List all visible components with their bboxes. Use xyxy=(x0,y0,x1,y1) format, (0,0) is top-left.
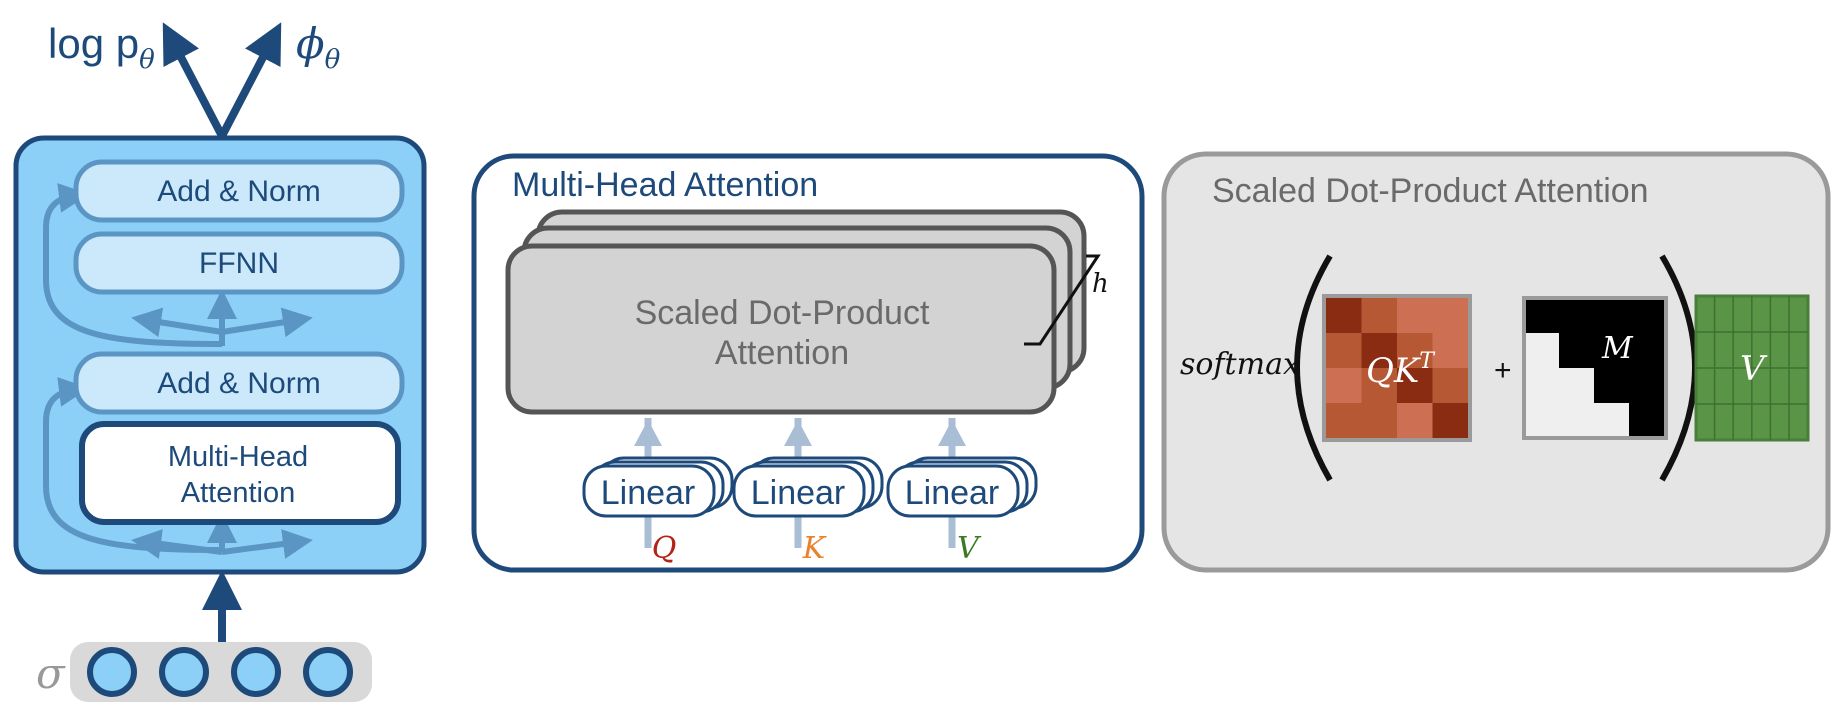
projection-arrowhead xyxy=(784,420,812,446)
linear-box xyxy=(732,464,866,518)
qk-cell xyxy=(1397,333,1433,369)
sdpa-panel: Scaled Dot-Product Attention softmax QKT… xyxy=(1161,151,1831,573)
mha-block xyxy=(79,421,401,525)
qk-cell xyxy=(1397,298,1433,334)
softmax-label: softmax xyxy=(1180,347,1300,382)
multi-head-attention-panel: Multi-Head Attention Scaled Dot-Product … xyxy=(471,153,1145,573)
mha-label-line2: Attention xyxy=(181,477,295,509)
mha-input-arrow-right xyxy=(221,529,313,559)
add-norm-top-label: Add & Norm xyxy=(157,175,320,208)
input-token xyxy=(303,647,353,697)
input-tokens xyxy=(87,647,353,697)
linear-label: Linear xyxy=(751,474,846,512)
qk-heatmap-frame xyxy=(1322,294,1472,442)
sdpa-head-front xyxy=(505,243,1057,415)
qk-cell xyxy=(1326,298,1362,334)
qk-cell xyxy=(1361,298,1398,334)
input-token-strip xyxy=(70,642,372,702)
v-matrix-grid xyxy=(1696,296,1808,440)
heads-count-indicator xyxy=(1024,254,1101,346)
encoder-block: log pθ ϕθ Add & Norm FFNN Add & Norm Mul… xyxy=(13,19,427,702)
qk-cell xyxy=(1432,298,1469,334)
residual-arrow-top xyxy=(43,182,223,347)
mask-lower-triangle xyxy=(1524,333,1629,438)
qk-cell xyxy=(1432,403,1469,439)
input-token xyxy=(87,647,137,697)
sigma-input-label: σ xyxy=(36,649,66,698)
log-prob-output-label: log pθ xyxy=(48,20,155,75)
linear-box xyxy=(582,464,716,518)
sdpa-panel-title: Scaled Dot-Product Attention xyxy=(1212,172,1649,210)
input-token xyxy=(231,647,281,697)
projection-arrowhead xyxy=(938,420,966,446)
add-norm-bottom-label: Add & Norm xyxy=(157,367,320,400)
qk-cell xyxy=(1326,368,1362,404)
qk-cell xyxy=(1397,368,1433,404)
ffnn-input-arrow-left xyxy=(131,307,223,338)
v-matrix-label: V xyxy=(1740,349,1768,389)
ffnn-block xyxy=(73,231,405,295)
qk-label: QKT xyxy=(1366,349,1436,391)
mha-label-line1: Multi-Head xyxy=(168,441,308,473)
qk-cell xyxy=(1432,333,1469,369)
input-label-k: K xyxy=(802,531,827,566)
input-label-q: Q xyxy=(652,531,677,566)
add-norm-bottom-block xyxy=(73,351,405,415)
input-token xyxy=(159,647,209,697)
mha-panel-title: Multi-Head Attention xyxy=(512,166,818,204)
ffnn-input-arrow-right xyxy=(221,307,313,338)
qk-cell xyxy=(1361,333,1398,369)
qk-cell xyxy=(1326,333,1362,369)
mask-matrix: M xyxy=(1522,296,1668,440)
log-prob-arrow xyxy=(162,22,226,138)
qk-heatmap xyxy=(1326,298,1469,439)
linear-label: Linear xyxy=(601,474,696,512)
ffnn-label: FFNN xyxy=(199,247,279,280)
linear-label: Linear xyxy=(905,474,1000,512)
phi-output-label: ϕθ xyxy=(296,19,341,75)
input-label-v: V xyxy=(957,531,982,566)
qk-cell xyxy=(1432,368,1469,404)
mha-input-arrow-left xyxy=(131,529,223,559)
plus-sign: + xyxy=(1494,354,1512,387)
qk-cell xyxy=(1397,403,1433,439)
v-matrix: V xyxy=(1694,294,1810,442)
phi-arrow xyxy=(218,22,282,138)
add-norm-top-block xyxy=(73,159,405,223)
qk-cell xyxy=(1361,403,1398,439)
qk-cell xyxy=(1361,368,1398,404)
linear-box xyxy=(886,464,1020,518)
sdpa-head-label-line1: Scaled Dot-Product xyxy=(635,294,930,332)
sdpa-head-label-line2: Attention xyxy=(715,334,849,372)
left-parenthesis xyxy=(1294,254,1333,482)
heads-count-label: h xyxy=(1092,269,1109,299)
projection-arrowhead xyxy=(634,420,662,446)
qk-cell xyxy=(1326,403,1362,439)
mask-label: M xyxy=(1601,331,1634,366)
mask-frame xyxy=(1522,296,1668,440)
